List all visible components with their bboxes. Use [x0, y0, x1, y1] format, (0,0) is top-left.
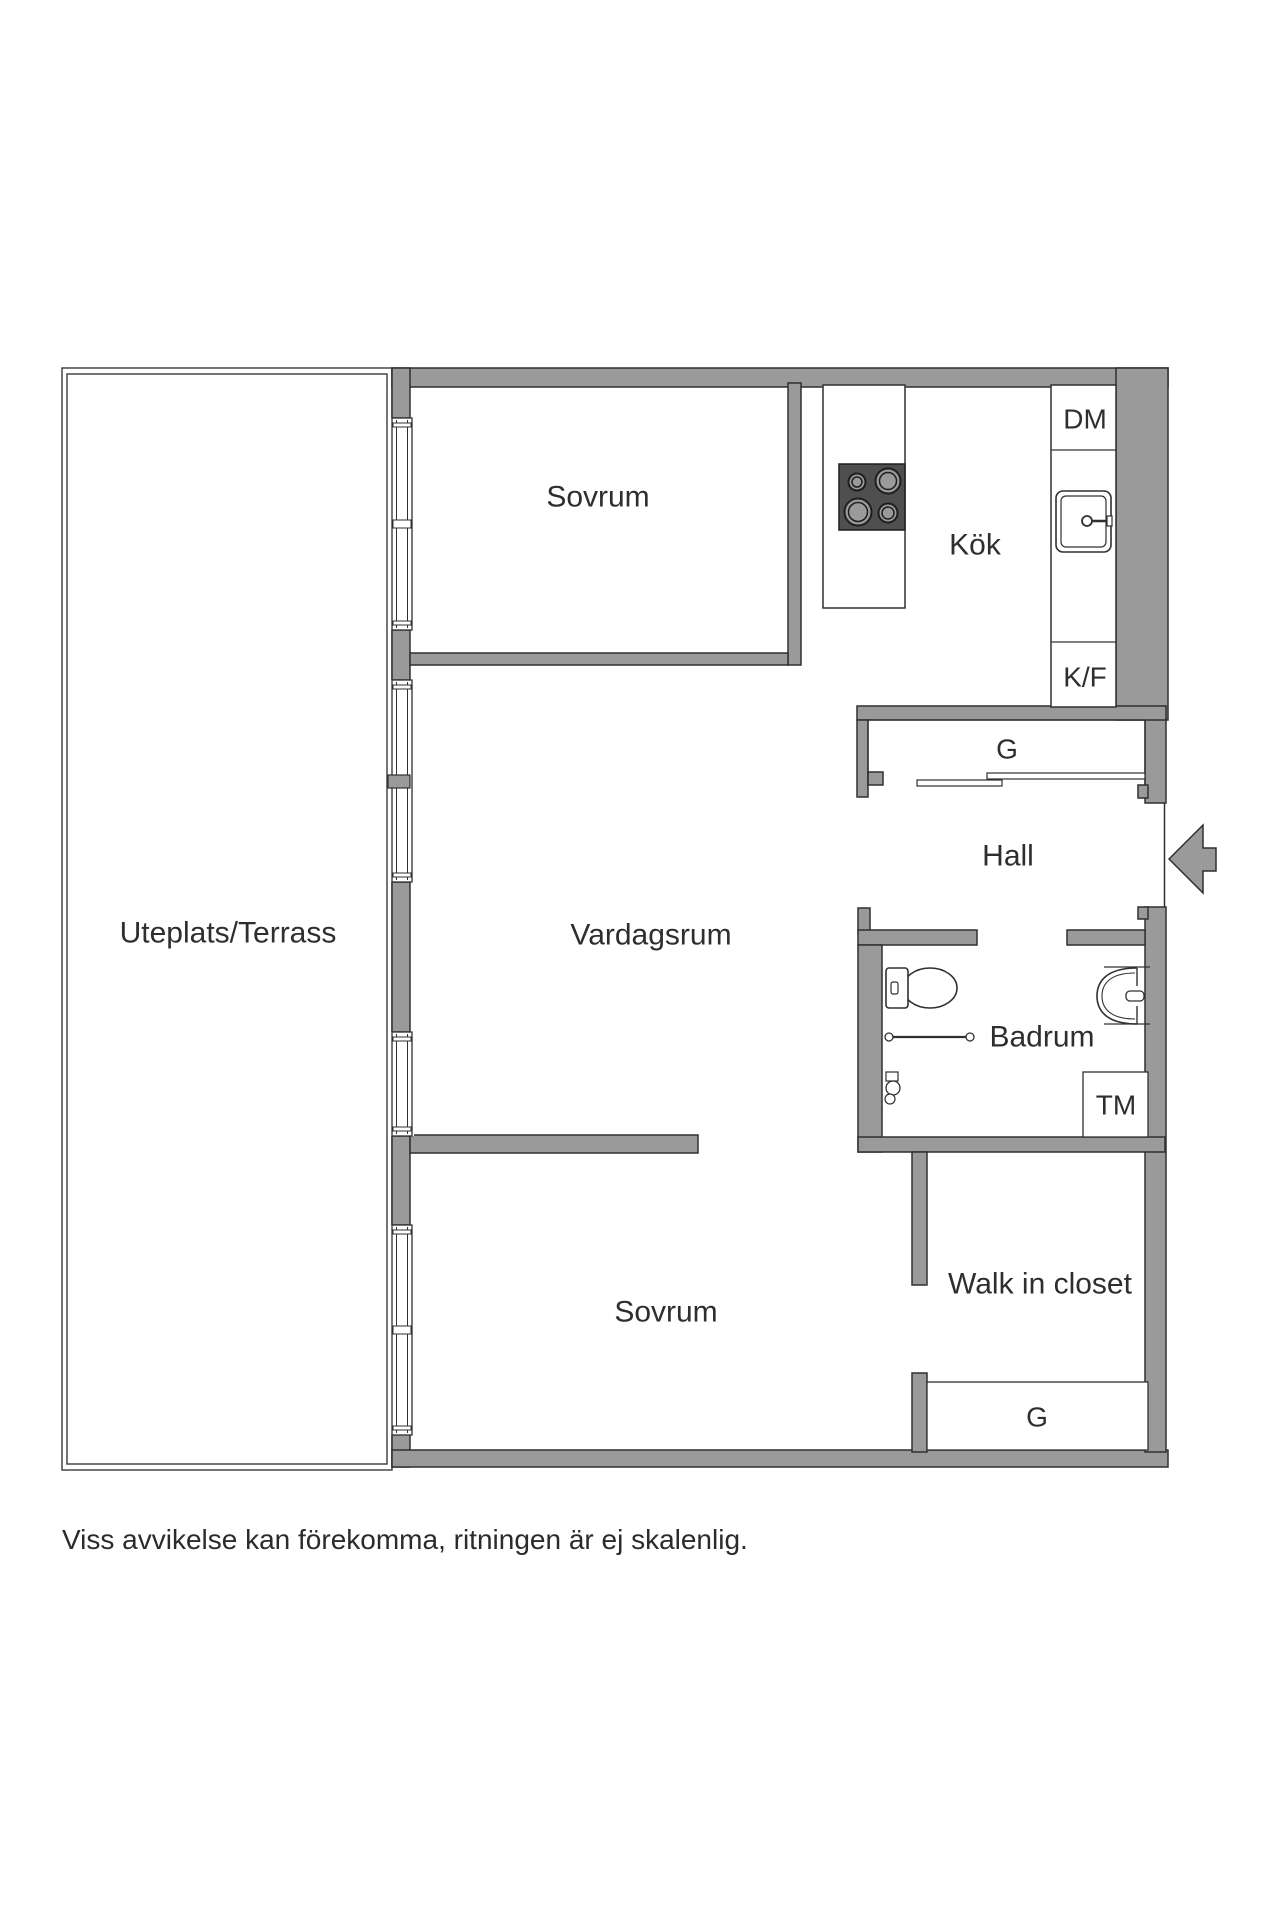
window-transom — [392, 1325, 412, 1335]
outer-wall-left-seg2 — [391, 629, 411, 681]
outer-wall-right-lower — [1144, 906, 1167, 1453]
badrum-wall-top-left — [857, 929, 978, 946]
closet-g2-wall-left — [911, 1372, 928, 1453]
window-transom — [392, 519, 412, 529]
room-label-hall: Hall — [982, 840, 1034, 873]
kitchen-tap-knob — [1081, 515, 1093, 527]
bath-sink-inner — [1101, 972, 1136, 1020]
bedroom1-wall-bottom — [409, 652, 789, 666]
label-g1: G — [996, 734, 1018, 765]
disclaimer-text: Viss avvikelse kan förekomma, ritningen … — [62, 1524, 748, 1555]
wic-wall-left — [911, 1151, 928, 1286]
tap-icon — [1125, 990, 1145, 1002]
burner — [847, 501, 869, 523]
window-sash — [392, 1425, 412, 1431]
room-label-wic: Walk in closet — [948, 1268, 1133, 1301]
outer-wall-right-kitchen — [1115, 367, 1169, 721]
window-sash — [392, 422, 412, 428]
entry-jamb-top — [1137, 784, 1149, 799]
outer-wall-left-seg3 — [391, 881, 411, 1033]
room-label-badrum: Badrum — [989, 1021, 1094, 1054]
burner — [878, 471, 898, 491]
room-label-sovrum-2: Sovrum — [614, 1296, 717, 1329]
label-tm: TM — [1096, 1090, 1136, 1121]
burner — [851, 476, 863, 488]
closet-g1-wall-left — [856, 719, 869, 798]
bedroom2-wall-top — [409, 1134, 699, 1154]
room-label-uteplats: Uteplats/Terrass — [120, 917, 337, 950]
grab-bar-end — [884, 1032, 894, 1042]
outer-wall-left-seg4 — [391, 1135, 411, 1226]
burner — [881, 506, 895, 520]
sliding-door — [986, 772, 1146, 780]
window-sash — [392, 1036, 412, 1042]
window-sash — [392, 1126, 412, 1132]
window-icon — [391, 1031, 413, 1137]
outer-wall-left-seg1 — [391, 367, 411, 419]
window-sash — [392, 684, 412, 690]
terrace-border-inner — [66, 373, 388, 1465]
bedroom1-wall-right — [787, 382, 802, 666]
window-transom — [387, 774, 411, 789]
closet-g1-doorstop — [867, 771, 884, 786]
burner — [847, 472, 867, 492]
room-label-kok: Kök — [949, 529, 1002, 562]
floor-drain-icon — [885, 1080, 901, 1096]
label-g2: G — [1026, 1402, 1048, 1433]
entry-jamb-bottom — [1137, 906, 1149, 920]
label-kf: K/F — [1063, 662, 1107, 693]
floor-drain-icon — [885, 1071, 899, 1082]
badrum-wall-bottom — [857, 1136, 1166, 1153]
bath-sink-icon — [1096, 967, 1138, 1025]
kitchen-tap-base — [1106, 515, 1113, 527]
toilet-button — [890, 981, 899, 995]
sliding-door — [916, 779, 1003, 787]
washing-machine-box — [1082, 1071, 1149, 1138]
floor-drain-icon — [884, 1093, 896, 1105]
closet-g2-box — [926, 1381, 1149, 1451]
badrum-wall-left — [857, 944, 883, 1153]
room-label-sovrum-1: Sovrum — [546, 481, 649, 514]
grab-bar-end — [965, 1032, 975, 1042]
toilet-icon — [902, 967, 958, 1009]
window-sash — [392, 1229, 412, 1235]
closet-g1-interior — [867, 719, 1146, 785]
entry-arrow-icon — [1167, 823, 1217, 895]
badrum-wall-top-right — [1066, 929, 1146, 946]
window-sash — [392, 872, 412, 878]
outer-wall-top — [391, 367, 1169, 388]
window-sash — [392, 620, 412, 626]
label-dm: DM — [1063, 404, 1107, 435]
kitchen-wall-bottom — [856, 705, 1167, 721]
outer-wall-bottom — [391, 1449, 1169, 1468]
room-label-vardagsrum: Vardagsrum — [570, 919, 731, 952]
